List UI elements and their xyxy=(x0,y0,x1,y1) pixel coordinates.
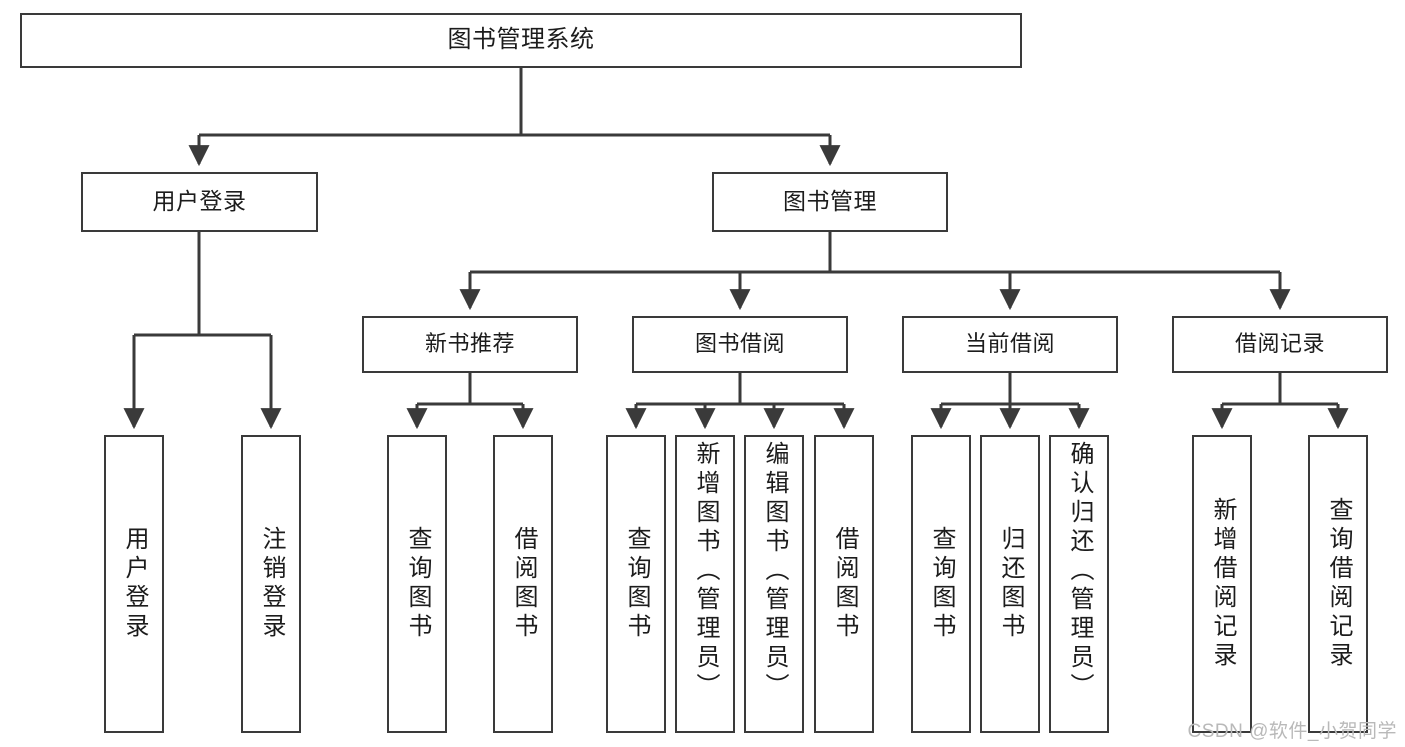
leaf-borrow-book-borrow[interactable]: 借阅图书 xyxy=(814,435,874,733)
node-label: 用户登录 xyxy=(121,526,148,642)
node-label: 查询图书 xyxy=(623,526,650,642)
node-label: 新增图书（管理员） xyxy=(692,441,719,702)
node-label: 图书管理 xyxy=(783,188,877,215)
node-label: 借阅图书 xyxy=(831,526,858,642)
node-label: 新书推荐 xyxy=(424,331,515,357)
node-label: 归还图书 xyxy=(997,526,1024,642)
node-label: 确认归还（管理员） xyxy=(1066,441,1093,702)
node-book-borrow[interactable]: 图书借阅 xyxy=(632,316,848,373)
node-label: 编辑图书（管理员） xyxy=(761,441,788,702)
leaf-borrow-book-recommend[interactable]: 借阅图书 xyxy=(493,435,553,733)
leaf-confirm-return[interactable]: 确认归还（管理员） xyxy=(1049,435,1109,733)
leaf-user-login[interactable]: 用户登录 xyxy=(104,435,164,733)
node-label: 图书管理系统 xyxy=(447,26,595,54)
leaf-query-book-borrow[interactable]: 查询图书 xyxy=(606,435,666,733)
leaf-edit-book[interactable]: 编辑图书（管理员） xyxy=(744,435,804,733)
leaf-query-book-current[interactable]: 查询图书 xyxy=(911,435,971,733)
leaf-add-book[interactable]: 新增图书（管理员） xyxy=(675,435,735,733)
node-book-management-system[interactable]: 图书管理系统 xyxy=(20,13,1022,68)
node-label: 用户登录 xyxy=(152,188,247,215)
csdn-watermark: CSDN @软件_小贺同学 xyxy=(1187,721,1397,742)
leaf-add-borrow-record[interactable]: 新增借阅记录 xyxy=(1192,435,1252,733)
node-label: 借阅记录 xyxy=(1234,331,1325,357)
leaf-query-book-recommend[interactable]: 查询图书 xyxy=(387,435,447,733)
node-label: 查询图书 xyxy=(928,526,955,642)
leaf-query-borrow-record[interactable]: 查询借阅记录 xyxy=(1308,435,1368,733)
node-current-borrow[interactable]: 当前借阅 xyxy=(902,316,1118,373)
node-new-book-recommend[interactable]: 新书推荐 xyxy=(362,316,578,373)
node-label: 注销登录 xyxy=(258,526,285,642)
leaf-return-book[interactable]: 归还图书 xyxy=(980,435,1040,733)
node-label: 图书借阅 xyxy=(694,331,785,357)
node-label: 借阅图书 xyxy=(510,526,537,642)
node-label: 查询图书 xyxy=(404,526,431,642)
node-book-management[interactable]: 图书管理 xyxy=(712,172,948,232)
node-user-login[interactable]: 用户登录 xyxy=(81,172,318,232)
node-label: 查询借阅记录 xyxy=(1325,497,1352,671)
node-borrow-record[interactable]: 借阅记录 xyxy=(1172,316,1388,373)
node-label: 当前借阅 xyxy=(964,331,1055,357)
node-label: 新增借阅记录 xyxy=(1209,497,1236,671)
leaf-logout-login[interactable]: 注销登录 xyxy=(241,435,301,733)
